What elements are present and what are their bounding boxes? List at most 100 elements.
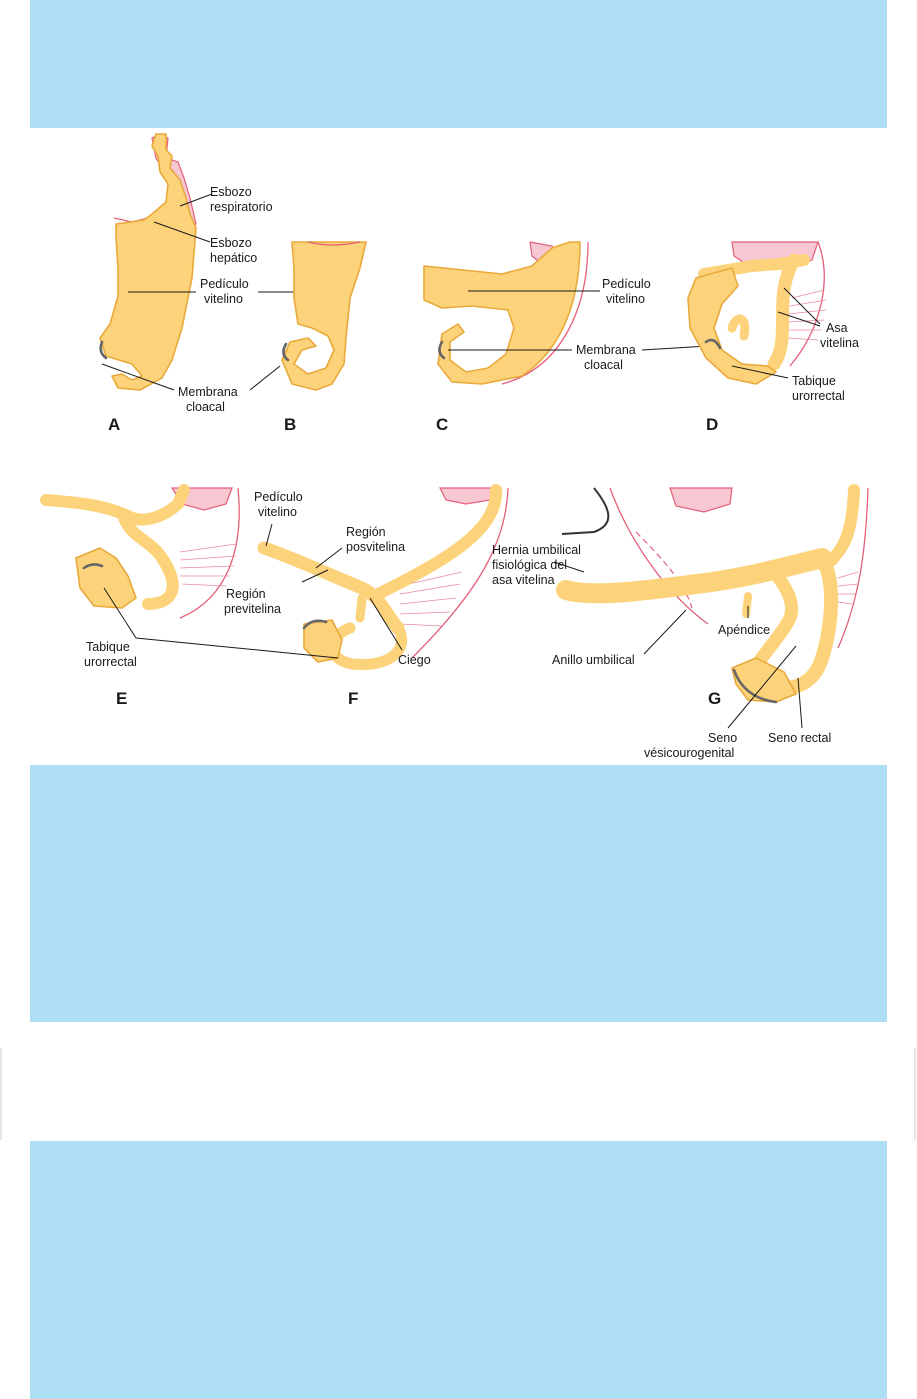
label-esbozo-respiratorio-2: respiratorio — [210, 200, 273, 214]
label-previtelina-1: Región — [226, 587, 266, 601]
cloacal-region-g — [731, 657, 797, 703]
label-tabique-f-1: Tabique — [86, 640, 130, 654]
label-pediculo-f-2: vitelino — [258, 505, 297, 519]
body-wall-e — [179, 487, 240, 619]
leader-hernia — [553, 561, 585, 573]
panel-letter-e: E — [116, 689, 127, 708]
leader-posvitelina — [315, 547, 343, 569]
label-posvitelina-2: posvitelina — [346, 540, 405, 554]
right-edge-line — [914, 1048, 916, 1140]
leader-rectal — [797, 677, 803, 729]
panel-d: Asa vitelina Tabique urorrectal — [687, 241, 859, 403]
leader-asa-2 — [777, 311, 821, 327]
leader-hepatic — [153, 221, 211, 243]
cloacal-membrane-a — [99, 340, 108, 360]
label-esbozo-hepatico-2: hepático — [210, 251, 257, 265]
label-asa-1: Asa — [826, 321, 848, 335]
label-seno-vesico-1: Seno — [708, 731, 737, 745]
cloacal-membrane-f — [302, 619, 328, 630]
gut-tube-c — [423, 241, 581, 385]
vitelline-loop-d — [767, 253, 801, 371]
label-pediculo-c-1: Pedículo — [602, 277, 651, 291]
leader-anillo — [643, 609, 687, 655]
label-hernia-3: asa vitelina — [492, 573, 555, 587]
label-pediculo-a-2: vitelino — [204, 292, 243, 306]
label-pediculo-c-2: vitelino — [606, 292, 645, 306]
cloacal-membrane-d — [704, 338, 722, 350]
herniated-loop-axis — [569, 575, 733, 595]
panel-letter-d: D — [706, 415, 718, 434]
body-wall-f — [411, 487, 509, 659]
label-ciego: Ciego — [398, 653, 431, 667]
descending-gut-g — [826, 484, 860, 566]
cloacal-membrane-g — [732, 668, 778, 704]
label-membrana-a-2: cloacal — [186, 400, 225, 414]
cloacal-membrane-e — [82, 563, 104, 570]
panel-f: F Pedículo vitelino Región posvitelina R… — [84, 484, 509, 708]
label-seno-vesico-2: vésicourogenital — [644, 746, 734, 760]
gut-development-figure: A Esbozo respiratorio Esbozo hepático Pe… — [32, 128, 885, 765]
leader-septum-f — [135, 637, 339, 659]
herniated-loop-g — [556, 548, 832, 604]
label-esbozo-hepatico-1: Esbozo — [210, 236, 252, 250]
label-esbozo-respiratorio-1: Esbozo — [210, 185, 252, 199]
middle-blue-band — [30, 765, 887, 1022]
hindgut-d — [687, 267, 777, 385]
leader-previtelina — [301, 569, 329, 583]
label-membrana-a-1: Membrana — [178, 385, 238, 399]
body-wall-g-1 — [609, 487, 709, 625]
panel-a: A Esbozo respiratorio Esbozo hepático Pe… — [99, 133, 298, 434]
descending-gut-f — [372, 484, 503, 600]
label-pediculo-a-1: Pedículo — [200, 277, 249, 291]
mesentery-hatching-e — [179, 543, 237, 587]
panel-b: B — [281, 241, 367, 434]
panel-e: E — [40, 484, 240, 708]
panel-g: G Hernia umbilical fisiológica del asa v… — [492, 484, 869, 760]
panel-letter-a: A — [108, 415, 120, 434]
top-blue-band — [30, 0, 887, 128]
embryo-outline-g — [561, 487, 610, 535]
inner-loop-d — [727, 314, 750, 341]
panel-letter-c: C — [436, 415, 448, 434]
gut-tube-a — [99, 133, 197, 391]
label-hernia-2: fisiológica del — [492, 558, 567, 572]
panel-letter-f: F — [348, 689, 358, 708]
inner-loop-e — [104, 566, 126, 590]
label-seno-rectal: Seno rectal — [768, 731, 831, 745]
label-hernia-1: Hernia umbilical — [492, 543, 581, 557]
label-tabique-f-2: urorrectal — [84, 655, 137, 669]
leader-respiratory — [179, 193, 213, 207]
figure-canvas: A Esbozo respiratorio Esbozo hepático Pe… — [40, 133, 869, 760]
liver-region-g — [669, 487, 733, 513]
panel-letter-g: G — [708, 689, 721, 708]
label-previtelina-2: previtelina — [224, 602, 281, 616]
gut-loop-e — [40, 484, 190, 526]
leader-membrane-b — [249, 365, 281, 391]
appendix-bud-g — [742, 592, 752, 618]
label-asa-2: vitelina — [820, 336, 859, 350]
body-wall-d — [789, 241, 825, 367]
colon-g — [745, 565, 798, 679]
leader-urogenital — [727, 645, 797, 729]
hindgut-g — [777, 553, 839, 695]
label-anillo: Anillo umbilical — [552, 653, 635, 667]
label-tabique-d-1: Tabique — [792, 374, 836, 388]
label-pediculo-f-1: Pedículo — [254, 490, 303, 504]
label-posvitelina-1: Región — [346, 525, 386, 539]
label-tabique-d-2: urorrectal — [792, 389, 845, 403]
leader-membrane-d — [641, 345, 709, 351]
leader-asa-1 — [783, 287, 821, 325]
midgut-e — [118, 512, 179, 610]
panel-letter-b: B — [284, 415, 296, 434]
leader-stalk-f — [265, 523, 273, 547]
umbilical-ring-line — [635, 531, 693, 609]
mesentery-hatching-g — [837, 571, 859, 605]
cloacal-membrane-c — [438, 340, 446, 360]
liver-region-f — [439, 487, 495, 505]
label-apendice: Apéndice — [718, 623, 770, 637]
leader-septum-e — [103, 587, 137, 639]
label-membrana-c-1: Membrana — [576, 343, 636, 357]
bottom-blue-band — [30, 1141, 887, 1399]
body-wall-g-2 — [837, 487, 869, 649]
leader-ciego — [369, 597, 403, 651]
